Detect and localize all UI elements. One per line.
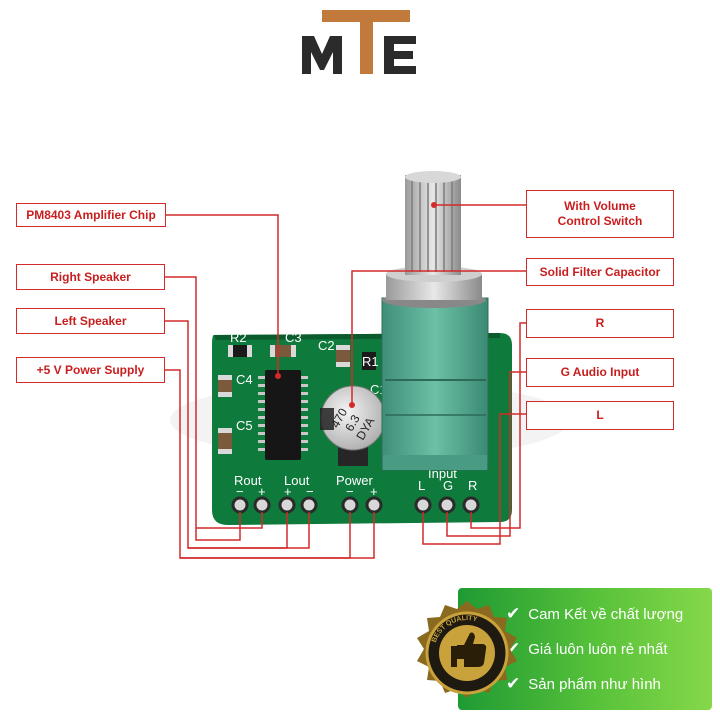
check-icon: ✔ [506,604,521,623]
label-volume-switch-line2: Control Switch [557,214,643,228]
silk-c2: C2 [318,338,335,353]
silk-input-l: L [418,478,425,493]
label-capacitor: Solid Filter Capacitor [526,258,674,286]
label-left-speaker: Left Speaker [16,308,165,334]
silk-rout-plus: + [258,484,266,499]
mte-logo [302,10,416,74]
silk-lout: Lout [284,473,310,488]
leader-lines [165,204,526,559]
promo-text-as-pictured: Sản phẩm như hình [528,675,661,693]
silk-c3: C3 [285,330,302,345]
volume-potentiometer [381,171,489,471]
silk-power-minus: − [346,484,354,499]
best-quality-badge-icon: BEST QUALITY [417,601,517,698]
silk-lout-plus: + [284,484,292,499]
label-volume-switch-line1: With Volume [564,199,636,213]
label-right-speaker: Right Speaker [16,264,165,290]
silk-c4: C4 [236,372,253,387]
silk-r2: R2 [230,330,247,345]
label-g-audio-input: G Audio Input [526,358,674,387]
label-l: L [526,401,674,430]
label-r: R [526,309,674,338]
label-volume-switch: With Volume Control Switch [526,190,674,238]
silk-c5: C5 [236,418,253,433]
silk-r1: R1 [362,354,379,369]
silk-rout-minus: − [236,484,244,499]
promo-text-price: Giá luôn luôn rẻ nhất [528,640,668,658]
silk-power: Power [336,473,374,488]
silk-input-r: R [468,478,477,493]
promo-item-as-pictured: ✔ Sản phẩm như hình [506,674,661,694]
silk-rout: Rout [234,473,262,488]
promo-item-price: ✔ Giá luôn luôn rẻ nhất [506,639,668,659]
silk-lout-minus: − [306,484,314,499]
filter-capacitor: 470 6.3 DYA [320,385,386,466]
promo-text-quality: Cam Kết về chất lượng [528,605,684,623]
label-pm8403-chip: PM8403 Amplifier Chip [16,203,166,227]
silk-power-plus: + [370,484,378,499]
pm8403-chip [258,370,308,460]
label-power-supply: +5 V Power Supply [16,357,165,383]
promo-item-quality: ✔ Cam Kết về chất lượng [506,604,683,624]
pin-headers [231,496,480,514]
check-icon: ✔ [506,674,521,693]
silk-input-g: G [443,478,453,493]
smd-components [218,345,376,454]
